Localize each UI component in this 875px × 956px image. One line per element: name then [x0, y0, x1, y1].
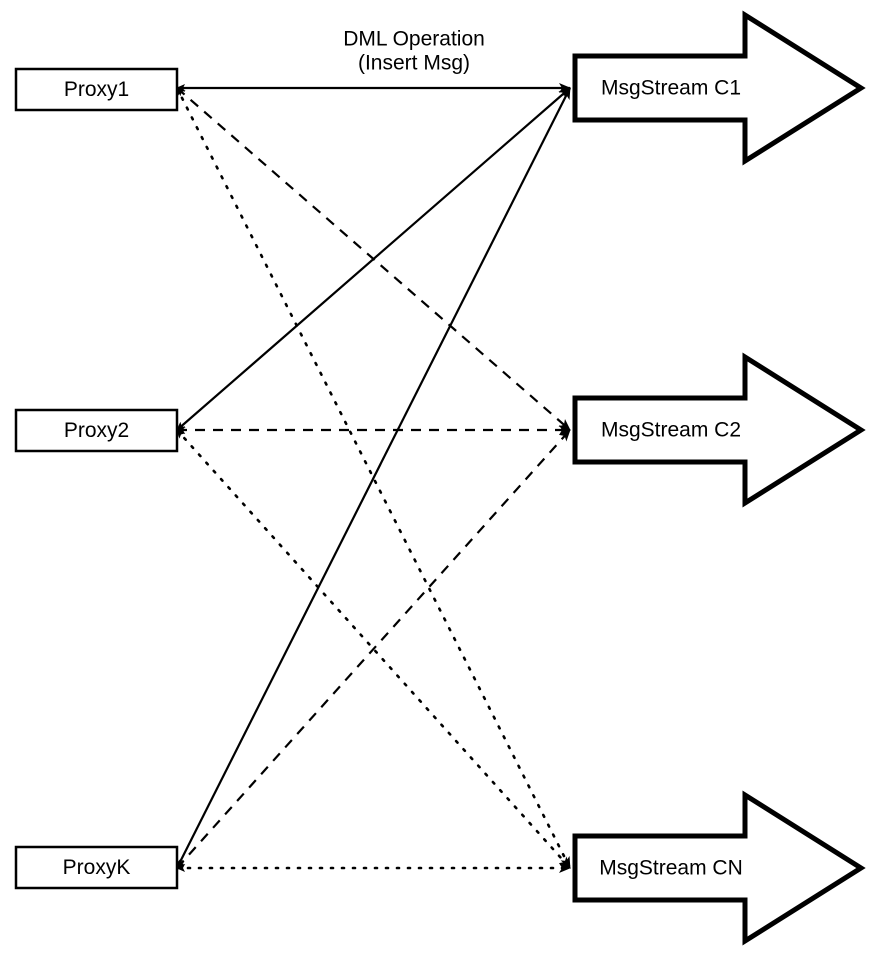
proxy-node-proxy2: Proxy2 [14, 408, 179, 453]
stream-block-stream_cn: MsgStream CN [572, 790, 866, 946]
stream-arrow-shape-icon [572, 352, 866, 508]
stream-label-stream_cn: MsgStream CN [599, 857, 743, 880]
proxy-label-proxyk: ProxyK [63, 856, 131, 879]
stream-block-stream_c2: MsgStream C2 [572, 352, 866, 508]
stream-label-stream_c2: MsgStream C2 [601, 419, 741, 442]
proxy-label-proxy1: Proxy1 [64, 78, 129, 101]
proxy-box-proxy2 [14, 408, 179, 453]
stream-block-stream_c1: MsgStream C1 [572, 10, 866, 166]
stream-arrow-shape-icon [572, 10, 866, 166]
edge-proxyk-to-stream_c2 [176, 429, 571, 869]
stream-label-stream_c1: MsgStream C1 [601, 77, 741, 100]
proxy-box-proxy1 [14, 67, 179, 112]
edges-layer [175, 83, 572, 873]
dml-operation-label-line2: (Insert Msg) [358, 52, 470, 75]
proxy-label-proxy2: Proxy2 [64, 419, 129, 442]
proxy-node-proxy1: Proxy1 [14, 67, 179, 112]
streams-layer: MsgStream C1 MsgStream C2 MsgStream CN [572, 10, 866, 946]
dml-operation-label-line1: DML Operation [343, 28, 485, 51]
proxy-node-proxyk: ProxyK [14, 845, 179, 890]
proxy-box-proxyk [14, 845, 179, 890]
stream-arrow-shape-icon [572, 790, 866, 946]
